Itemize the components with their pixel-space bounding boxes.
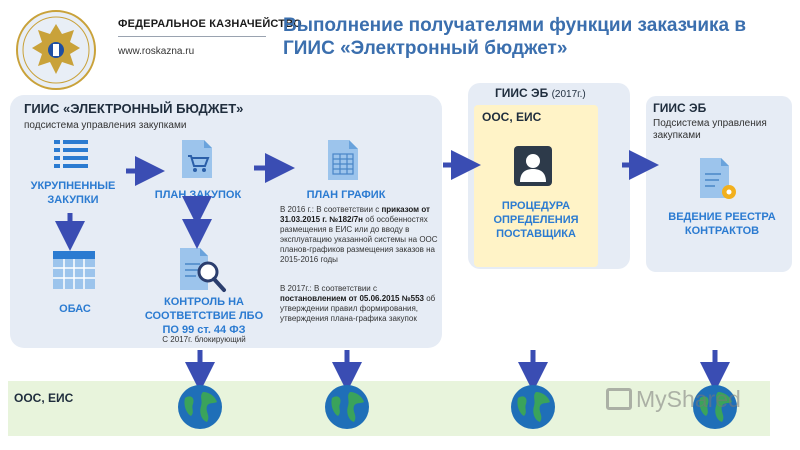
- org-url[interactable]: www.roskazna.ru: [118, 46, 195, 57]
- node-procurement-plan: ПЛАН ЗАКУПОК: [154, 189, 242, 201]
- note-2017-post: об утверждении правил формирования, утве…: [280, 294, 436, 323]
- cart-document-icon: [182, 140, 212, 178]
- main-panel-title: ГИИС «ЭЛЕКТРОННЫЙ БЮДЖЕТ»: [24, 101, 244, 116]
- node-supplier-procedure: ПРОЦЕДУРА ОПРЕДЕЛЕНИЯ ПОСТАВЩИКА: [493, 200, 579, 240]
- node-obas: ОБАС: [59, 303, 91, 315]
- note-2016: В 2016 г.: В соответствии с приказом от …: [280, 205, 438, 265]
- watermark-text: MyShared: [636, 386, 741, 412]
- node-lbo-control-note: С 2017г. блокирующий: [162, 335, 246, 344]
- right-panel-subtitle: Подсистема управления закупками: [653, 118, 767, 141]
- org-name: ФЕДЕРАЛЬНОЕ КАЗНАЧЕЙСТВО: [118, 18, 302, 30]
- mid-panel-title: ГИИС ЭБ (2017г.): [495, 86, 586, 100]
- globe-icon: [693, 385, 737, 429]
- table-grid-icon: [53, 251, 95, 289]
- right-panel-title: ГИИС ЭБ: [653, 101, 707, 115]
- emblem-icon: [16, 10, 96, 90]
- note-2017-bold: постановлением от 05.06.2015 №553: [280, 294, 424, 303]
- magnifier-document-icon: [180, 248, 226, 292]
- node-contract-registry: ВЕДЕНИЕ РЕЕСТРА КОНТРАКТОВ: [668, 211, 776, 237]
- note-2016-pre: В 2016 г.: В соответствии с: [280, 205, 382, 214]
- page-title: Выполнение получателями функции заказчик…: [283, 15, 747, 59]
- user-icon: [514, 146, 552, 186]
- note-2016-bold: приказом от 31.03.2015 г. №182/7н: [280, 205, 430, 224]
- mid-panel-year: (2017г.): [551, 89, 586, 100]
- globe-icon: [511, 385, 555, 429]
- globe-icon: [325, 385, 369, 429]
- note-2017: В 2017г.: В соответствии с постановление…: [280, 284, 438, 324]
- main-panel-subtitle: подсистема управления закупками: [24, 120, 187, 131]
- divider: [118, 36, 266, 37]
- mid-panel-highlight: [474, 105, 598, 267]
- node-consolidated-purchases: УКРУПНЕННЫЕ ЗАКУПКИ: [30, 180, 116, 206]
- node-lbo-control: КОНТРОЛЬ НА СООТВЕТСТВИЕ ЛБО ПО 99 ст. 4…: [144, 296, 264, 336]
- presentation-icon: [606, 388, 632, 410]
- globe-icon: [178, 385, 222, 429]
- watermark: MyShared: [606, 386, 741, 413]
- note-2017-pre: В 2017г.: В соответствии с: [280, 284, 377, 293]
- mid-panel-title-text: ГИИС ЭБ: [495, 86, 549, 100]
- bottom-band-label: ООС, ЕИС: [14, 391, 74, 405]
- spreadsheet-document-icon: [328, 140, 358, 180]
- node-schedule-plan: ПЛАН ГРАФИК: [306, 189, 386, 201]
- list-icon: [54, 140, 88, 168]
- note-2016-post: об особенностях размещения в ЕИС или до …: [280, 215, 438, 264]
- gear-document-icon: [700, 158, 736, 199]
- mid-panel-inner-title: ООС, ЕИС: [482, 110, 542, 124]
- bottom-band: [8, 381, 770, 436]
